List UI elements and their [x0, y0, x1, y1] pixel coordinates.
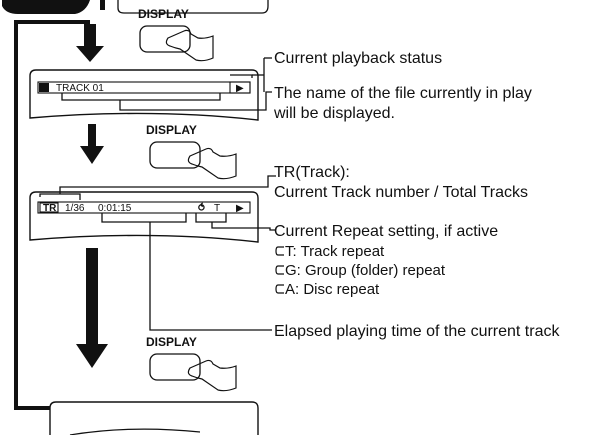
- repeat-mode: T: [214, 203, 220, 214]
- repeat-icon: [276, 266, 284, 274]
- repeat-icon: [276, 247, 284, 255]
- callout-file-name-line2: will be displayed.: [273, 105, 395, 122]
- repeat-option-disc: A: Disc repeat: [276, 281, 380, 298]
- play-symbol-2: ▶: [236, 203, 244, 214]
- header-fragment: [2, 0, 268, 14]
- screen-2: TR 1/36 0:01:15 ⥀ T ▶: [30, 176, 276, 330]
- display-label-1: DISPLAY: [138, 7, 189, 21]
- elapsed-time: 0:01:15: [98, 203, 132, 214]
- pressing-finger-icon-2: [188, 148, 236, 178]
- callout-repeat-track: T: Track repeat: [285, 243, 385, 260]
- pressing-finger-icon-3: [188, 360, 236, 390]
- display-label-3: DISPLAY: [146, 335, 197, 349]
- callout-repeat-title: Current Repeat setting, if active: [274, 223, 498, 240]
- repeat-option-track: T: Track repeat: [276, 243, 385, 260]
- display-button-1[interactable]: DISPLAY: [138, 7, 213, 61]
- screen-1: TRACK 01 ▶: [30, 58, 272, 120]
- callout-track-line1: TR(Track):: [274, 164, 350, 181]
- file-icon: [39, 83, 49, 92]
- screen-3: [50, 402, 258, 435]
- arrow-down-3: [76, 248, 108, 368]
- repeat-option-group: G: Group (folder) repeat: [276, 262, 446, 279]
- callout-track-line2: Current Track number / Total Tracks: [274, 184, 528, 201]
- callout-file-name-line1: The name of the file currently in play: [274, 85, 532, 102]
- arrow-into-screen-1: [76, 24, 104, 62]
- track-text: TRACK 01: [56, 83, 104, 94]
- arrow-down-2: [80, 124, 104, 164]
- display-button-2[interactable]: DISPLAY: [146, 123, 236, 179]
- display-button-3[interactable]: DISPLAY: [146, 335, 236, 391]
- play-symbol: ▶: [236, 83, 244, 94]
- tr-badge: TR: [43, 203, 57, 214]
- display-label-2: DISPLAY: [146, 123, 197, 137]
- callout-repeat-group: G: Group (folder) repeat: [285, 262, 446, 279]
- callout-elapsed-time: Elapsed playing time of the current trac…: [274, 323, 560, 340]
- repeat-icon: [276, 285, 284, 293]
- track-count: 1/36: [65, 203, 85, 214]
- callout-playback-status: Current playback status: [274, 50, 442, 67]
- repeat-icon: ⥀: [198, 202, 205, 214]
- callout-repeat-disc: A: Disc repeat: [285, 281, 380, 298]
